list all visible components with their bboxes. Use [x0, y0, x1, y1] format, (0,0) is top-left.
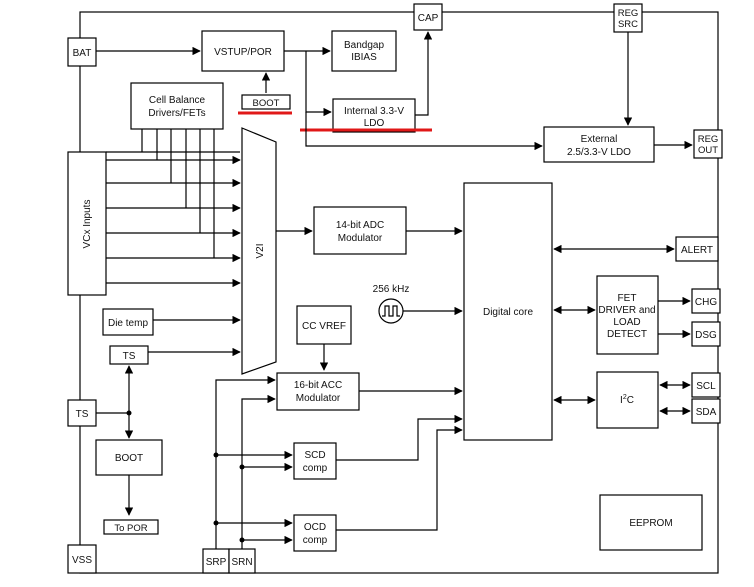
fet-label-4: DETECT	[607, 329, 647, 340]
vcx-inputs-block	[67, 151, 107, 296]
boot-top-block	[241, 94, 291, 110]
reg-out-label-1: REG	[698, 134, 719, 145]
boot-bottom-block	[95, 439, 163, 476]
bat-pin	[67, 37, 97, 67]
dsg-pin-label: DSG	[695, 330, 717, 341]
dsg-pin	[691, 321, 721, 347]
vcx-to-v2i-wires	[106, 151, 241, 288]
fet-label-2: DRIVER and	[598, 305, 655, 316]
scl-pin-label: SCL	[696, 381, 716, 392]
vcx-inputs-label: VCx Inputs	[82, 200, 93, 249]
ocd-label-2: comp	[303, 535, 328, 546]
alert-pin-label: ALERT	[681, 245, 713, 256]
srp-pin	[202, 548, 230, 574]
reg-src-pin	[613, 3, 643, 33]
i2c-label-sup: 2	[623, 394, 627, 401]
digital-core-label: Digital core	[483, 307, 533, 318]
wire-ldo-cap	[415, 31, 433, 116]
adc-label-1: 14-bit ADC	[336, 220, 384, 231]
clock-label: 256 kHz	[373, 284, 410, 295]
wire-to-external-ldo	[305, 112, 543, 151]
reg-out-label-2: OUT	[698, 145, 718, 156]
alert-pin	[675, 236, 719, 262]
bandgap-label-2: IBIAS	[351, 52, 377, 63]
v2i-label: V2I	[255, 243, 266, 258]
clock-waveform	[382, 305, 400, 317]
chg-pin-label: CHG	[695, 297, 717, 308]
scd-block	[293, 442, 337, 480]
die-temp-block	[102, 308, 154, 336]
cc-vref-label: CC VREF	[302, 321, 346, 332]
to-por-block	[103, 519, 159, 535]
adc-label-2: Modulator	[338, 233, 383, 244]
cc-vref-block	[296, 305, 352, 345]
acc-block	[276, 372, 360, 411]
sense-wires	[213, 375, 293, 549]
cell-balance-label-2: Drivers/FETs	[148, 108, 205, 119]
acc-label-2: Modulator	[296, 393, 341, 404]
ocd-label-1: OCD	[304, 522, 326, 533]
ts-inner-label: TS	[123, 351, 136, 362]
bat-pin-label: BAT	[73, 48, 92, 59]
wire-to-internal-ldo	[305, 51, 332, 117]
vstup-por-block	[201, 30, 285, 72]
srp-pin-label: SRP	[206, 557, 227, 568]
to-por-label: To POR	[114, 523, 147, 534]
bandgap-label-1: Bandgap	[344, 40, 384, 51]
bandgap-block	[331, 30, 397, 72]
cap-pin-label: CAP	[418, 13, 439, 24]
srn-pin-label: SRN	[231, 557, 252, 568]
internal-ldo-label-1: Internal 3.3-V	[344, 106, 404, 117]
digital-core-block	[463, 182, 553, 441]
reg-src-label-1: REG	[618, 8, 639, 19]
adc-block	[313, 206, 407, 255]
sda-pin-label: SDA	[696, 407, 717, 418]
chg-pin	[691, 288, 721, 314]
vss-pin	[67, 544, 97, 574]
fet-label-1: FET	[618, 293, 637, 304]
i2c-label: I2C	[620, 394, 634, 406]
cell-balance-drops	[141, 129, 215, 258]
vss-pin-label: VSS	[72, 555, 92, 566]
fet-label-3: LOAD	[613, 317, 640, 328]
die-temp-label: Die temp	[108, 318, 148, 329]
acc-label-1: 16-bit ACC	[294, 380, 342, 391]
fet-driver-block	[596, 275, 659, 355]
ocd-block	[293, 514, 337, 552]
ts-pin-label: TS	[76, 409, 89, 420]
internal-ldo-label-2: LDO	[364, 118, 385, 129]
cap-pin	[413, 3, 443, 31]
i2c-block	[596, 371, 659, 429]
v2i-block	[241, 127, 277, 375]
sda-pin	[691, 398, 721, 424]
ts-pin	[67, 399, 97, 427]
reg-out-pin	[693, 129, 723, 159]
external-ldo-label-2: 2.5/3.3-V LDO	[567, 147, 631, 158]
external-ldo-block	[543, 126, 655, 163]
scl-pin	[691, 372, 721, 398]
wire-scd-core	[336, 414, 463, 461]
eeprom-label: EEPROM	[629, 518, 672, 529]
external-ldo-label-1: External	[581, 134, 618, 145]
vstup-por-label: VSTUP/POR	[214, 47, 272, 58]
eeprom-block	[599, 494, 703, 551]
i2c-label-main: I	[620, 395, 623, 406]
scd-label-2: comp	[303, 463, 328, 474]
scd-label-1: SCD	[304, 450, 325, 461]
boot-top-label: BOOT	[253, 98, 280, 109]
cell-balance-label-1: Cell Balance	[149, 95, 206, 106]
ts-inner-block	[109, 345, 149, 365]
wire-ocd-core	[336, 425, 463, 531]
clock-icon	[378, 298, 404, 324]
srn-pin	[228, 548, 256, 574]
cell-balance-block	[130, 82, 224, 130]
i2c-label-end: C	[627, 395, 634, 406]
reg-src-label-2: SRC	[618, 19, 638, 30]
boot-bottom-label: BOOT	[115, 453, 143, 464]
